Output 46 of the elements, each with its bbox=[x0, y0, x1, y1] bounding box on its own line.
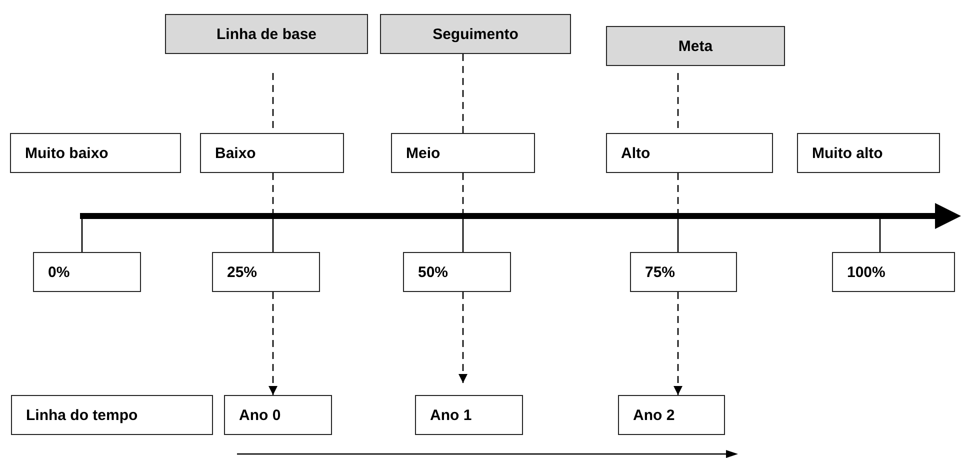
connector-line bbox=[677, 173, 679, 216]
connector-line bbox=[462, 216, 464, 252]
connector-line bbox=[81, 216, 83, 252]
box-label: Meta bbox=[678, 38, 713, 54]
box-label: Muito alto bbox=[812, 144, 883, 162]
box-label: Meio bbox=[406, 144, 440, 162]
label-box bbox=[212, 252, 320, 292]
connector-line bbox=[462, 54, 464, 133]
box-label: Seguimento bbox=[432, 26, 518, 42]
arrow bbox=[268, 292, 278, 395]
connector-line bbox=[879, 216, 881, 252]
box-label: Alto bbox=[621, 144, 650, 162]
connector-line bbox=[272, 173, 274, 216]
box-label: 100% bbox=[847, 264, 886, 280]
label-box bbox=[415, 395, 523, 435]
label-box bbox=[618, 395, 725, 435]
label-box bbox=[606, 133, 773, 173]
connector-line bbox=[677, 216, 679, 252]
connector-line bbox=[462, 173, 464, 216]
box-label: 75% bbox=[645, 264, 676, 280]
header-box bbox=[606, 26, 785, 66]
label-box bbox=[630, 252, 737, 292]
label-box bbox=[403, 252, 511, 292]
connector-line bbox=[272, 216, 274, 252]
label-box bbox=[10, 133, 181, 173]
box-label: 0% bbox=[48, 264, 70, 280]
label-box bbox=[11, 395, 213, 435]
box-label: Muito baixo bbox=[25, 144, 108, 162]
box-label: Ano 0 bbox=[239, 406, 281, 424]
label-box bbox=[797, 133, 940, 173]
label-box bbox=[200, 133, 344, 173]
label-box bbox=[224, 395, 332, 435]
header-box bbox=[165, 14, 368, 54]
arrow bbox=[674, 292, 682, 395]
label-box bbox=[391, 133, 535, 173]
box-label: Ano 2 bbox=[633, 406, 675, 424]
box-label: 50% bbox=[418, 264, 448, 280]
header-box bbox=[380, 14, 571, 54]
box-label: Ano 1 bbox=[430, 406, 472, 424]
box-label: Baixo bbox=[215, 144, 256, 162]
arrow bbox=[458, 292, 468, 383]
label-box bbox=[832, 252, 955, 292]
label-box bbox=[33, 252, 141, 292]
box-label: 25% bbox=[227, 264, 258, 280]
box-label: Linha do tempo bbox=[26, 406, 138, 424]
box-label: Linha de base bbox=[216, 26, 317, 42]
